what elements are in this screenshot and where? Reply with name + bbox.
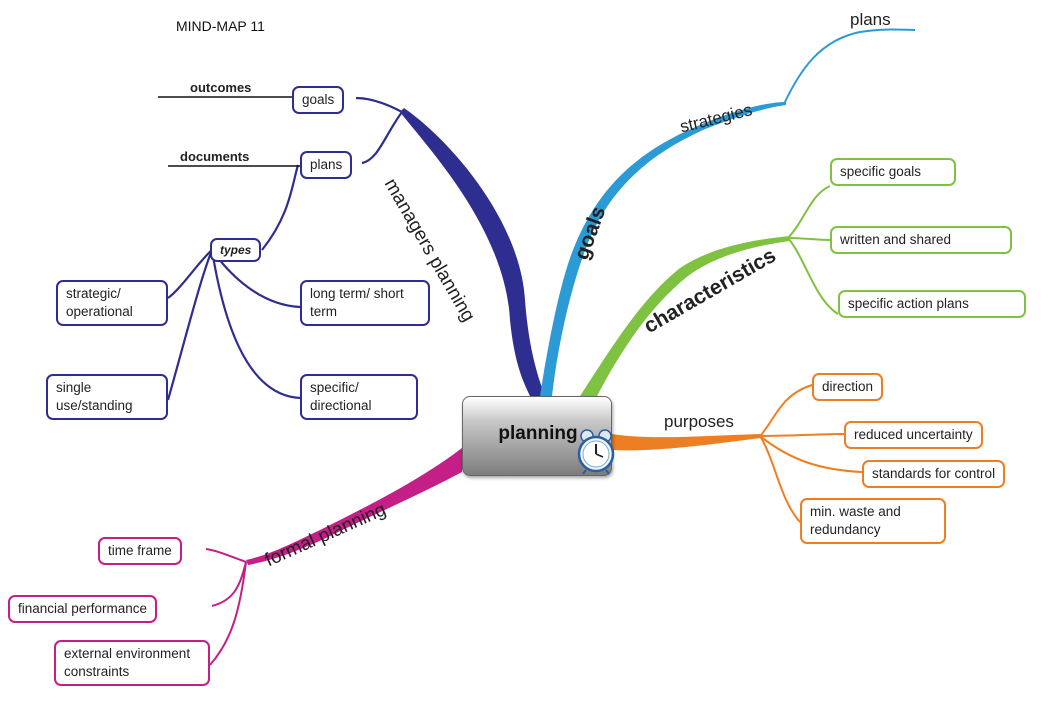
characteristic-written-shared[interactable]: written and shared (830, 226, 1012, 254)
formal-item-time-frame[interactable]: time frame (98, 537, 182, 565)
center-label: planning (498, 423, 578, 444)
documents-label: documents (180, 149, 250, 164)
type-item-long-short-term[interactable]: long term/ short term (300, 280, 430, 326)
goals-node[interactable]: goals (292, 86, 345, 114)
purpose-direction[interactable]: direction (812, 373, 884, 401)
type-item-strategic-operational[interactable]: strategic/ operational (56, 280, 168, 326)
characteristics-branch (580, 236, 790, 398)
purpose-min-waste[interactable]: min. waste and redundancy (800, 498, 946, 544)
purpose-reduced-uncertainty[interactable]: reduced uncertainty (844, 421, 983, 449)
managers-planning-branch (400, 108, 545, 396)
purpose-standards-control[interactable]: standards for control (862, 460, 1006, 488)
characteristic-specific-goals[interactable]: specific goals (830, 158, 956, 186)
outcomes-label: outcomes (190, 80, 252, 95)
types-node[interactable]: types (210, 238, 262, 262)
characteristic-action-plans[interactable]: specific action plans (838, 290, 1026, 318)
plans-node[interactable]: plans (300, 151, 353, 179)
formal-item-financial-performance[interactable]: financial performance (8, 595, 158, 623)
alarm-clock-icon (577, 429, 615, 475)
map-title: MIND-MAP 11 (176, 18, 265, 34)
type-item-single-use-standing[interactable]: single use/standing (46, 374, 168, 420)
purposes-label: purposes (664, 412, 734, 431)
purposes-branch (612, 434, 760, 451)
formal-item-external-environment[interactable]: external environment constraints (54, 640, 210, 686)
type-item-specific-directional[interactable]: specific/ directional (300, 374, 418, 420)
plans-label: plans (850, 10, 891, 29)
